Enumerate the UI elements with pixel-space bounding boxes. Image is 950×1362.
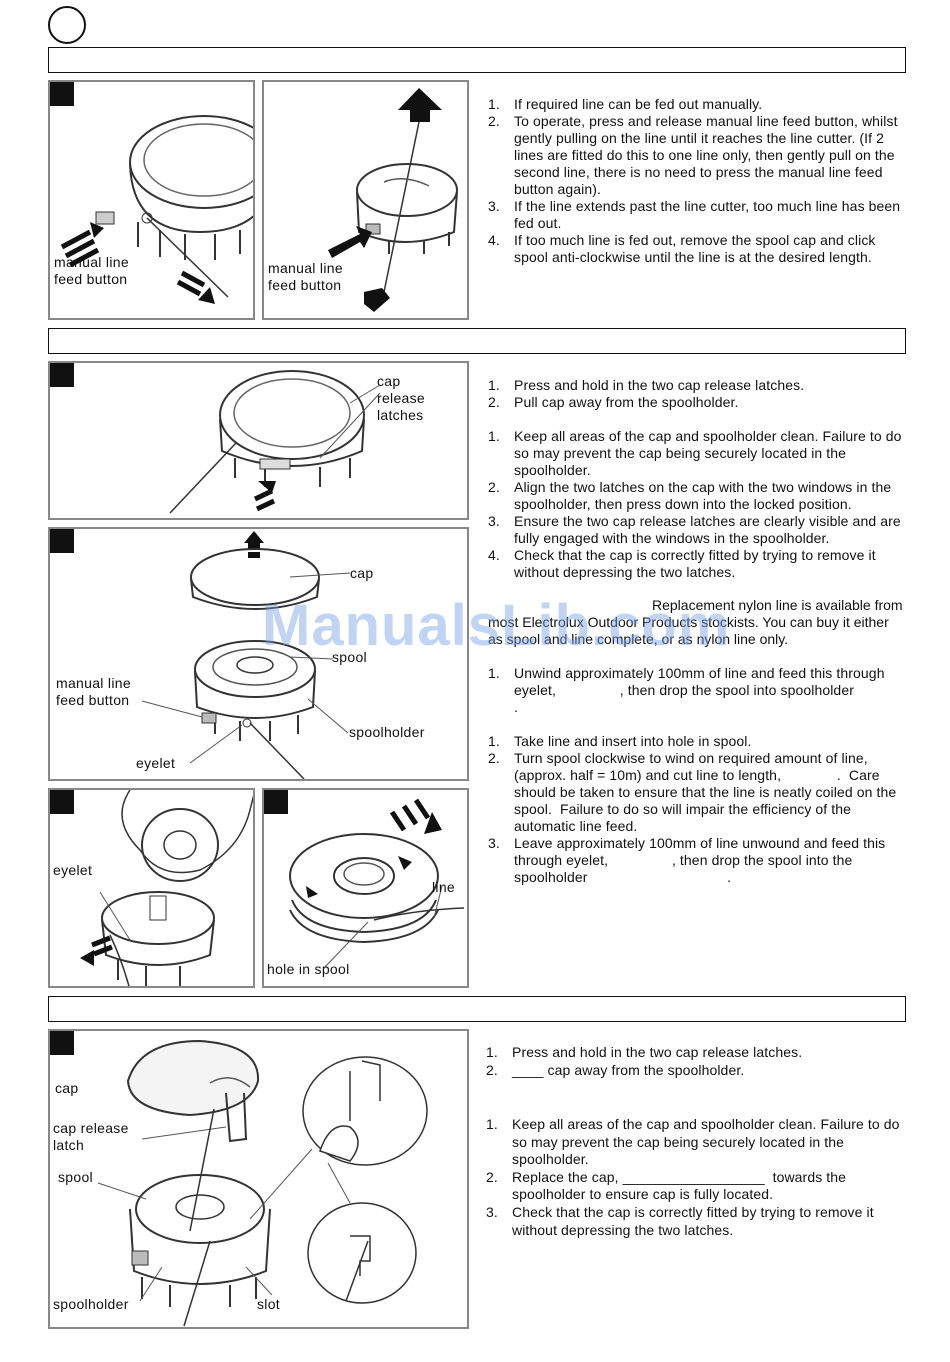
eyelet-label: eyelet xyxy=(136,755,176,771)
list-item: 2.Replace the cap, __________________ to… xyxy=(486,1168,851,1203)
section-number-circle xyxy=(48,6,86,44)
list-item: 3.Check that the cap is correctly fitted… xyxy=(486,1203,874,1238)
figure-4-panel: eyelet xyxy=(48,788,255,988)
list-item: 3.Ensure the two cap release latches are… xyxy=(488,513,901,546)
spool-exploded-illustration xyxy=(141,531,351,779)
figure-1b-panel: manual line feed button xyxy=(262,80,469,320)
list-item: 2.Turn spool clockwise to wind on requir… xyxy=(488,750,901,834)
cap-release-latch-label: cap release latch xyxy=(53,1120,129,1153)
eyelet-label-2: eyelet xyxy=(53,862,93,878)
slot-label: slot xyxy=(257,1296,280,1312)
figure-2-panel: cap release latches xyxy=(48,361,469,520)
section-header-bar-3 xyxy=(48,996,906,1022)
figure-1a-panel: manual line feed button xyxy=(48,80,255,320)
trimmer-head-side-illustration xyxy=(328,88,458,312)
section-2-steps-spool: 1.Unwind approximately 100mm of line and… xyxy=(488,665,906,716)
list-item: 1.Keep all areas of the cap and spoolhol… xyxy=(488,428,902,478)
figure-marker xyxy=(50,82,74,106)
section-2-steps-refit: 1.Keep all areas of the cap and spoolhol… xyxy=(488,428,906,581)
spool-label-2: spool xyxy=(58,1169,93,1185)
cap-fitting-illustration xyxy=(97,1039,428,1327)
list-item: 1.If required line can be fed out manual… xyxy=(488,96,763,112)
list-item: 1.Take line and insert into hole in spoo… xyxy=(488,733,752,749)
figure-marker xyxy=(50,790,74,814)
cap-label: cap xyxy=(350,565,374,581)
figure-marker xyxy=(264,790,288,814)
replacement-line-note: Replacement nylon line is available from… xyxy=(488,597,903,647)
list-item: 4.If too much line is fed out, remove th… xyxy=(488,232,876,265)
watermark: ManualsLib.com xyxy=(262,593,731,658)
section-3-steps-refit: 1.Keep all areas of the cap and spoolhol… xyxy=(486,1116,906,1239)
trimmer-head-illustration xyxy=(60,115,253,304)
manual-line-feed-button-label-2: manual line feed button xyxy=(268,260,343,293)
section-header-bar-1 xyxy=(48,47,906,73)
figure-6-panel: cap cap release latch spool spoolholder … xyxy=(48,1029,469,1329)
section-1-steps: 1.If required line can be fed out manual… xyxy=(488,96,906,266)
figure-5-panel: line hole in spool xyxy=(262,788,469,988)
list-item: 2.To operate, press and release manual l… xyxy=(488,113,898,197)
figure-marker xyxy=(50,529,74,553)
list-item: 2.Align the two latches on the cap with … xyxy=(488,479,892,512)
figure-3-panel: cap spool manual line feed button spoolh… xyxy=(48,527,469,781)
list-item: 3.If the line extends past the line cutt… xyxy=(488,198,901,231)
list-item: 2.____ cap away from the spoolholder. xyxy=(486,1062,745,1078)
hole-in-spool-label: hole in spool xyxy=(267,961,350,977)
section-3-steps-remove: 1.Press and hold in the two cap release … xyxy=(486,1044,906,1079)
spool-label: spool xyxy=(332,649,367,665)
list-item: 3.Leave approximately 100mm of line unwo… xyxy=(488,835,890,885)
section-2-steps-line: 1.Take line and insert into hole in spoo… xyxy=(488,733,906,886)
manual-line-feed-button-label: manual line feed button xyxy=(54,254,129,287)
figure-marker xyxy=(50,363,74,387)
list-item: 4.Check that the cap is correctly fitted… xyxy=(488,547,876,580)
section-header-bar-2 xyxy=(48,328,906,354)
list-item: 1.Unwind approximately 100mm of line and… xyxy=(488,665,885,715)
list-item: 1.Press and hold in the two cap release … xyxy=(486,1044,803,1060)
manual-line-feed-button-label-3: manual line feed button xyxy=(56,675,131,708)
list-item: 1.Press and hold in the two cap release … xyxy=(488,377,805,393)
spoolholder-label-2: spoolholder xyxy=(53,1296,129,1312)
line-label: line xyxy=(432,879,455,895)
list-item: 2.Pull cap away from the spoolholder. xyxy=(488,394,739,410)
figure-marker xyxy=(50,1031,74,1055)
line-feed-through-eyelet-illustration xyxy=(80,790,253,986)
winding-spool-illustration xyxy=(289,798,465,969)
cap-label-2: cap xyxy=(55,1080,79,1096)
spoolholder-label: spoolholder xyxy=(349,724,425,740)
cap-release-latches-label: cap release latches xyxy=(377,373,426,423)
list-item: 1.Keep all areas of the cap and spoolhol… xyxy=(486,1116,900,1168)
cap-removal-illustration xyxy=(169,370,381,514)
section-2-steps-remove: 1.Press and hold in the two cap release … xyxy=(488,377,906,411)
